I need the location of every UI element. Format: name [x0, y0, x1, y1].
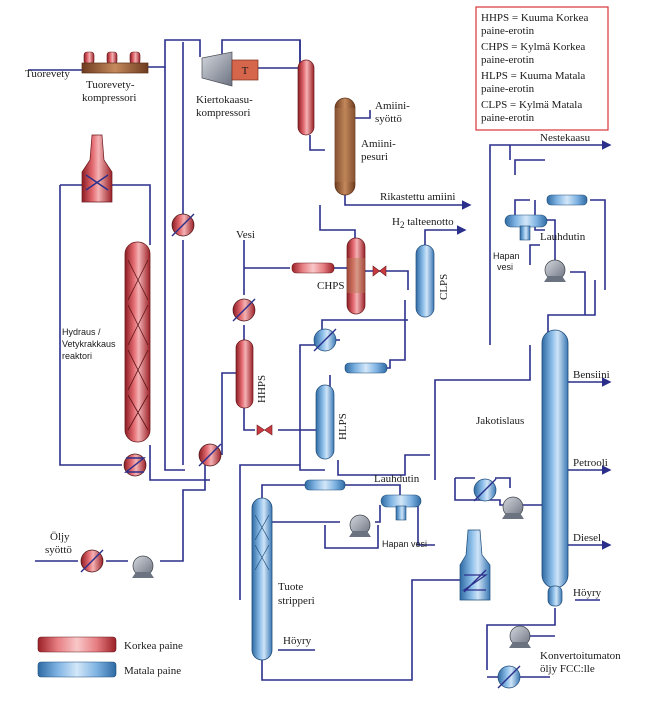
- label-hapan-vesi-mid: Hapan vesi: [382, 539, 427, 549]
- label-clps: CLPS: [438, 274, 450, 300]
- label-diesel: Diesel: [573, 532, 601, 544]
- label-hydraus-3: reaktori: [62, 351, 92, 361]
- top-reflux-drum: [504, 214, 548, 241]
- legend-chps-desc: paine-erotin: [481, 54, 535, 66]
- label-hydraus-1: Hydraus /: [62, 327, 101, 337]
- pump-bottom: [509, 625, 531, 648]
- legend-hlps-desc: paine-erotin: [481, 83, 535, 95]
- exchanger-column-side: [473, 478, 497, 502]
- chps-vessel: [346, 237, 366, 315]
- key-high-swatch: [37, 636, 117, 653]
- label-hapan-vesi-top-2: vesi: [497, 262, 513, 272]
- hhps-vessel: [235, 339, 254, 409]
- key-low-swatch: [37, 661, 117, 678]
- label-kierto-1: Kiertokaasu-: [196, 94, 253, 106]
- exchanger-vesi: [232, 298, 256, 322]
- label-rikastettu: Rikastettu amiini: [380, 191, 455, 203]
- label-tuorevety-komp-2: kompressori: [82, 92, 136, 104]
- mid-reflux-drum: [380, 494, 422, 521]
- label-petrooli: Petrooli: [573, 457, 608, 469]
- legend-clps-desc: paine-erotin: [481, 112, 535, 124]
- exchanger-oil-feed: [80, 549, 104, 573]
- legend-hhps: HHPS = Kuuma Korkea: [481, 12, 588, 24]
- key-low-label: Matala paine: [124, 665, 181, 677]
- exchanger-bottom-out: [497, 665, 521, 689]
- pressure-key: Korkea paine Matala paine: [37, 636, 183, 678]
- legend-chps: CHPS = Kylmä Korkea: [481, 41, 585, 53]
- legend-clps: CLPS = Kylmä Matala: [481, 99, 582, 111]
- label-hhps: HHPS: [256, 375, 268, 403]
- label-lauhdutin-mid: Lauhdutin: [374, 473, 420, 485]
- label-nestekaasu: Nestekaasu: [540, 132, 591, 144]
- jakotislaus-furnace: [459, 529, 491, 601]
- label-chps: CHPS: [317, 280, 345, 292]
- label-jakotislaus: Jakotislaus: [476, 415, 524, 427]
- label-amiini-pesuri-2: pesuri: [361, 151, 388, 163]
- pipe-network: [28, 39, 612, 681]
- pump-top: [544, 259, 566, 282]
- label-oljy-syotto-2: syöttö: [45, 544, 72, 556]
- exchanger-bottom-reactor: [123, 453, 147, 477]
- tuorevety-kompressori: [81, 51, 149, 74]
- label-amiini-syotto-2: syöttö: [375, 113, 402, 125]
- amiini-pesuri: [334, 97, 356, 196]
- turbine-label: T: [242, 65, 249, 77]
- label-h2-talteenotto: H2 talteenotto: [392, 216, 454, 230]
- label-oljy-syotto-1: Öljy: [50, 531, 70, 543]
- exchanger-oil-heater: [198, 443, 222, 467]
- reactor-furnace: [81, 134, 113, 203]
- label-tuote-2: stripperi: [278, 595, 315, 607]
- label-konvertoitumaton-1: Konvertoitumaton: [540, 650, 621, 662]
- legend-hhps-desc: paine-erotin: [481, 25, 535, 37]
- exchanger-hlps: [313, 328, 337, 352]
- air-coolers: [291, 194, 588, 491]
- label-vesi: Vesi: [236, 229, 255, 241]
- diagram-labels: Tuorevety Tuorevety- kompressori Kiertok…: [25, 68, 621, 675]
- label-tuorevety-komp-1: Tuorevety-: [86, 79, 135, 91]
- label-hlps: HLPS: [337, 413, 349, 440]
- pump-column-side: [502, 496, 524, 519]
- label-hapan-vesi-top-1: Hapan: [493, 251, 520, 261]
- clps-vessel: [415, 244, 435, 318]
- label-amiini-syotto-1: Amiini-: [375, 100, 410, 112]
- label-tuorevety: Tuorevety: [25, 68, 70, 80]
- jakotislaus-column: [541, 329, 569, 607]
- hydraus-reaktori: [124, 241, 151, 443]
- kiertokaasu-kompressori: T: [201, 51, 259, 87]
- label-lauhdutin-top: Lauhdutin: [540, 231, 586, 243]
- key-high-label: Korkea paine: [124, 640, 183, 652]
- label-amiini-pesuri-1: Amiini-: [361, 138, 396, 150]
- label-kierto-2: kompressori: [196, 107, 250, 119]
- pumps: [132, 259, 566, 648]
- pump-oil-feed: [132, 555, 154, 578]
- label-tuote-1: Tuote: [278, 581, 303, 593]
- label-hoyry-right: Höyry: [573, 587, 602, 599]
- legend-hlps: HLPS = Kuuma Matala: [481, 70, 585, 82]
- amine-feed-vessel: [297, 59, 315, 136]
- label-konvertoitumaton-2: öljy FCC:lle: [540, 663, 595, 675]
- tuote-stripperi: [251, 497, 273, 661]
- label-hoyry-left: Höyry: [283, 635, 312, 647]
- hlps-vessel: [315, 384, 335, 460]
- label-bensiini: Bensiini: [573, 369, 610, 381]
- abbreviation-legend: HHPS = Kuuma Korkea paine-erotin CHPS = …: [475, 6, 609, 131]
- exchanger-reactor-feed: [171, 213, 195, 237]
- valves: [256, 265, 387, 436]
- label-hydraus-2: Vetykrakkaus: [62, 339, 116, 349]
- pump-mid: [349, 514, 371, 537]
- heat-exchangers: [80, 213, 521, 689]
